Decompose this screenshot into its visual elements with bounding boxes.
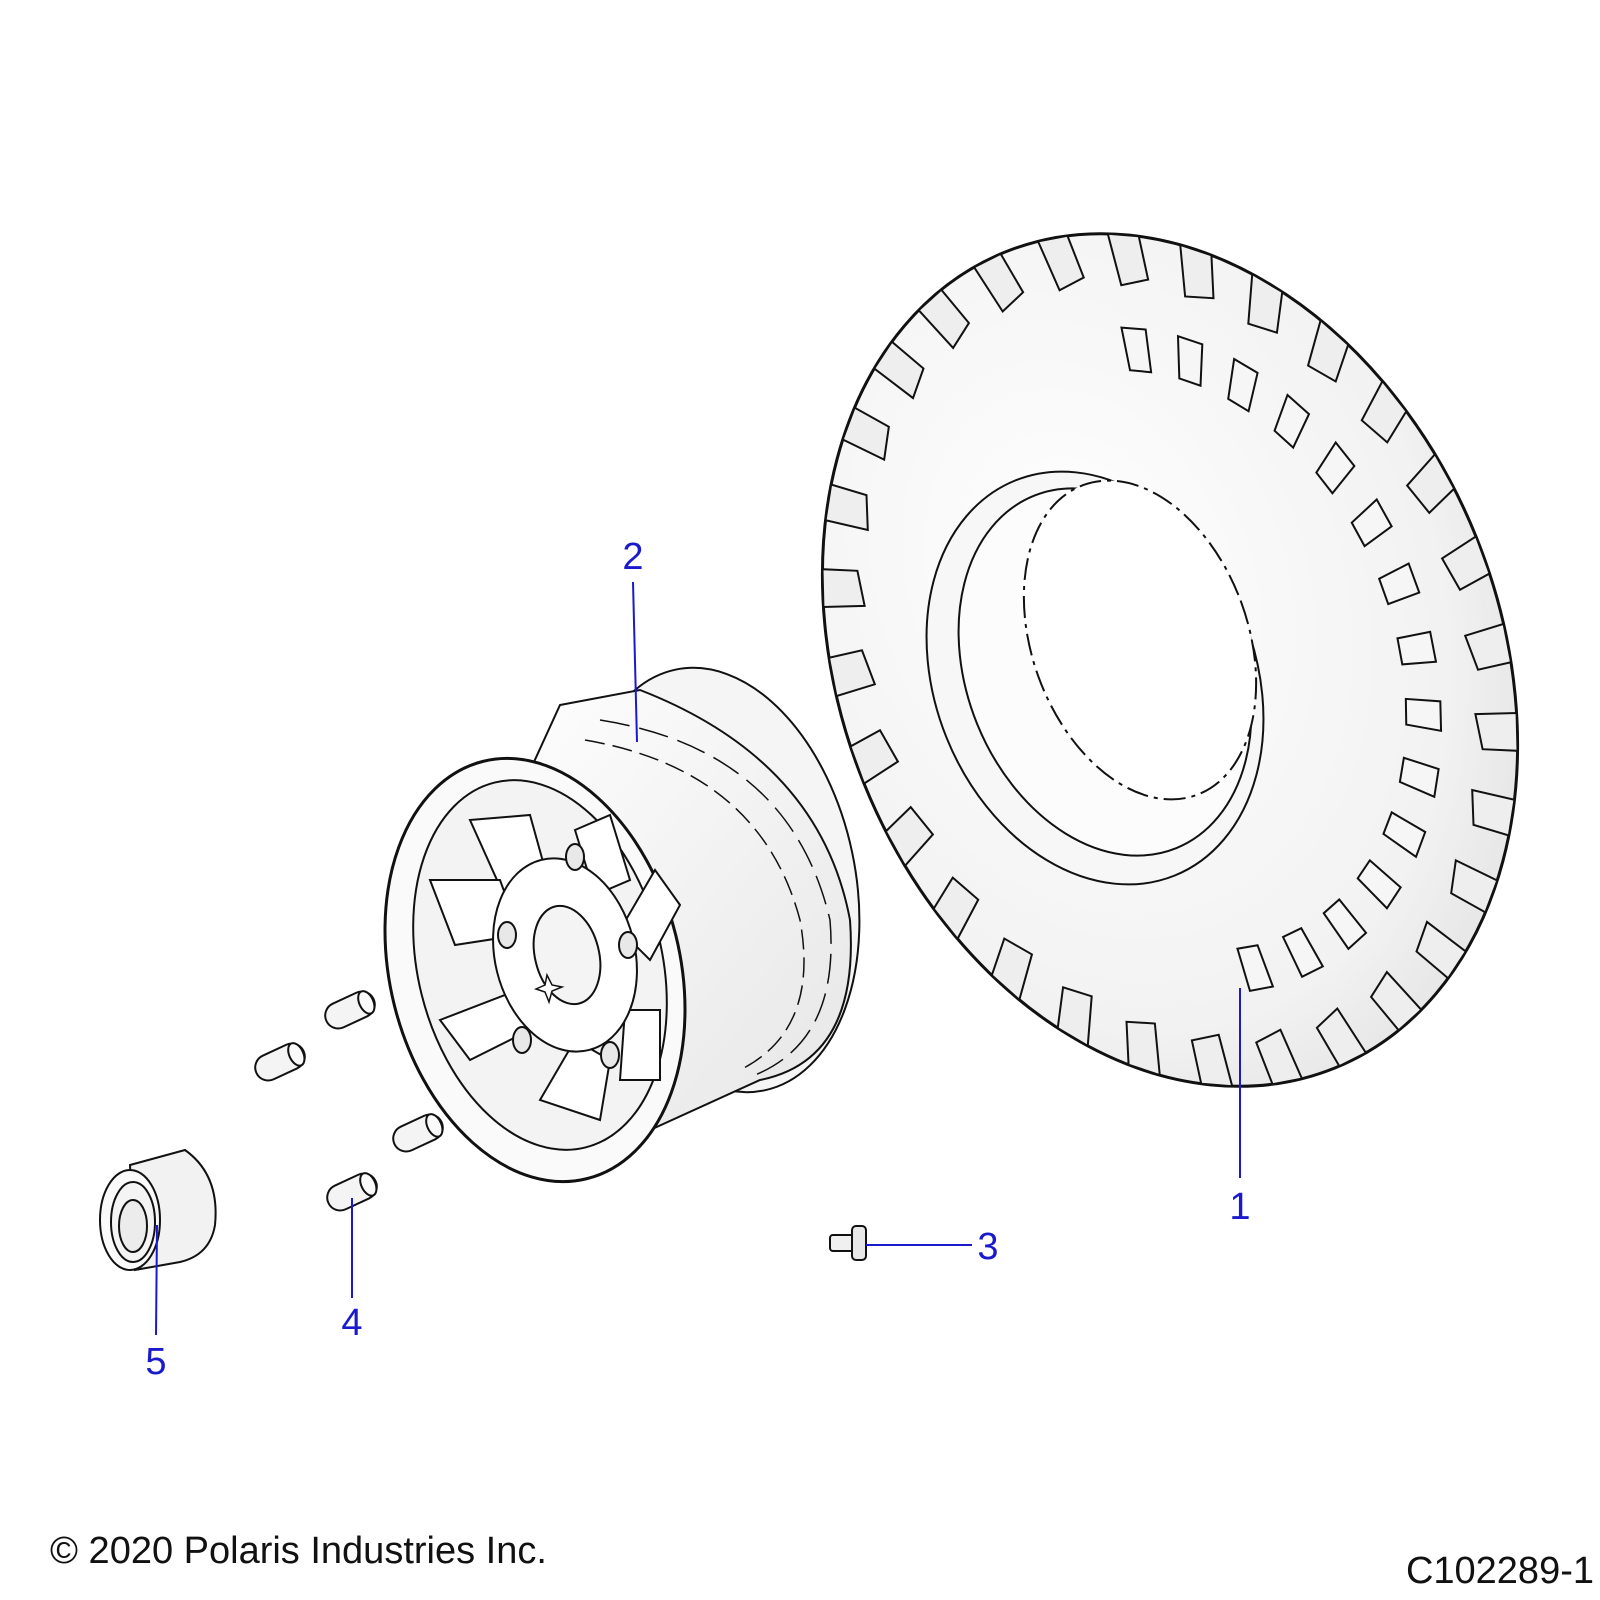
leader-lines xyxy=(155,581,1241,1336)
lug-nut xyxy=(324,990,376,1030)
copyright-notice: © 2020 Polaris Industries Inc. xyxy=(50,1530,547,1572)
tread-block xyxy=(1398,756,1440,799)
tread-block xyxy=(1236,944,1275,993)
callout-4: 4 xyxy=(341,1302,363,1344)
rim-center-bore xyxy=(532,904,602,1006)
tread-block xyxy=(1322,898,1368,951)
callout-5: 5 xyxy=(145,1341,167,1383)
tread-block xyxy=(1227,357,1259,413)
tread-lug xyxy=(1360,379,1408,444)
tread-lug xyxy=(1369,970,1423,1032)
tread-lug xyxy=(1315,1006,1368,1068)
lug-nut xyxy=(326,1172,378,1212)
tread-block xyxy=(1382,810,1427,859)
tread-lug xyxy=(1463,622,1513,671)
tread-block xyxy=(1356,858,1402,910)
tread-block xyxy=(1176,334,1204,388)
tread-lug xyxy=(972,252,1025,314)
tread-lug xyxy=(1471,788,1516,837)
tread-lug xyxy=(917,288,971,350)
callout-1: 1 xyxy=(1229,1186,1251,1228)
lug-nuts xyxy=(254,990,444,1212)
tread-lug xyxy=(1179,243,1215,300)
tread-lug xyxy=(1474,711,1519,752)
tread-block xyxy=(1377,562,1421,606)
tread-lug xyxy=(827,649,877,698)
tread-lug xyxy=(1106,232,1150,287)
hub-cap xyxy=(99,1148,217,1272)
lug-nut xyxy=(254,1042,306,1082)
tread-lug xyxy=(1306,318,1350,383)
tread-lug xyxy=(849,728,900,786)
drawing-number: C102289-1 xyxy=(1405,1550,1594,1592)
tread-block xyxy=(1350,497,1393,548)
tire-inner-opening xyxy=(1022,479,1258,801)
tread-lug xyxy=(841,406,890,462)
tread-lug xyxy=(990,937,1034,1002)
tread-block xyxy=(1120,326,1153,374)
callout-2: 2 xyxy=(622,536,644,578)
rim-lug-holes xyxy=(497,843,638,1069)
tire-tread-lugs xyxy=(821,232,1519,1088)
tread-lug xyxy=(1440,534,1491,592)
wheel-rim xyxy=(383,666,861,1184)
tread-lug xyxy=(1056,985,1093,1048)
tire xyxy=(820,232,1520,1088)
lug-nut xyxy=(392,1113,444,1153)
tread-block xyxy=(1315,440,1356,495)
rim-barrel-dashes xyxy=(584,739,805,1071)
tread-block xyxy=(1404,697,1443,733)
tread-lug xyxy=(1255,1028,1304,1086)
tread-lug xyxy=(932,876,980,941)
tread-lug xyxy=(884,805,935,868)
tread-lug xyxy=(1405,452,1456,515)
valve-stem xyxy=(829,1225,867,1261)
callout-3: 3 xyxy=(977,1226,999,1268)
tread-lug xyxy=(1415,920,1468,980)
tread-lug xyxy=(1450,858,1499,914)
tread-block xyxy=(1281,926,1325,979)
tread-lug xyxy=(1247,272,1284,335)
tread-lug xyxy=(1125,1020,1161,1077)
tread-lug xyxy=(1036,234,1085,292)
tread-block xyxy=(1396,630,1438,666)
polaris-star-icon xyxy=(533,972,565,1005)
leader-line-2 xyxy=(632,581,638,743)
tread-lug xyxy=(821,568,866,609)
tread-lug xyxy=(824,483,869,532)
tread-lug xyxy=(1190,1033,1234,1088)
tread-lug xyxy=(872,340,925,400)
leader-line-5 xyxy=(155,1224,158,1336)
tread-block xyxy=(1273,393,1311,450)
